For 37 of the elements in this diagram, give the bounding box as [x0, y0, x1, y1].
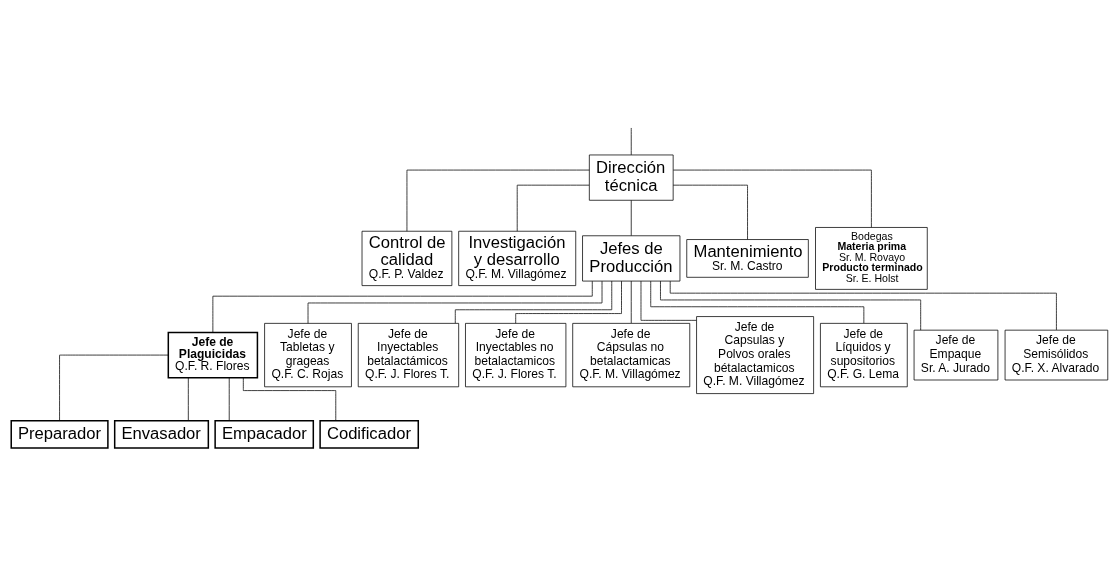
node-box: Codificador — [319, 420, 420, 449]
node-box: Jefe de Líquidos y supositorios Q.F. G. Lema — [820, 323, 908, 388]
connector — [660, 280, 922, 331]
node-box: Jefe de Inyectables no betalactamicos Q.F. J. Flores T. — [465, 323, 567, 388]
connector — [187, 377, 189, 421]
connector — [672, 169, 872, 228]
connector — [406, 169, 590, 232]
node-box: Jefe de Empaque Sr. A. Jurado — [913, 329, 999, 381]
connector — [630, 280, 632, 324]
connector — [59, 354, 169, 421]
node-box: Empacador — [214, 420, 315, 449]
node-box: Preparador — [10, 420, 109, 449]
connector — [640, 280, 697, 321]
connector — [672, 184, 748, 240]
connector — [669, 280, 1057, 331]
node-box: Control de calidad Q.F. P. Valdez — [361, 230, 453, 286]
connector — [212, 280, 593, 333]
node-box: Dirección técnica — [588, 154, 674, 201]
node-box: Envasador — [113, 420, 210, 449]
connector — [515, 280, 622, 324]
node-box: Jefes de Producción — [582, 235, 681, 282]
connector — [307, 280, 603, 324]
node-box: Jefe de Cápsulas no betalactamicas Q.F. M. Villagómez — [572, 323, 691, 388]
node-box: Jefe de Capsulas y Polvos orales bétalactamicos Q.F. M. Villagómez — [696, 316, 814, 394]
node-box: Jefe de Inyectables betalactámicos Q.F. J. Flores T. — [357, 323, 460, 388]
connector — [650, 280, 865, 324]
connector — [630, 199, 632, 236]
connector — [228, 377, 230, 421]
connector — [630, 127, 632, 156]
connector — [242, 377, 337, 422]
node-box: Bodegas Materia prima Sr. M. Rovayo Producto terminado Sr. E. Holst — [815, 227, 928, 290]
node-box: Mantenimiento Sr. M. Castro — [686, 239, 809, 278]
node-box: Jefe de Semisólidos Q.F. X. Alvarado — [1004, 329, 1109, 381]
node-box: Jefe de Plaguicidas Q.F. R. Flores — [167, 331, 259, 379]
connector — [454, 280, 613, 324]
node-box: Jefe de Tabletas y grageas Q.F. C. Rojas — [264, 323, 352, 388]
node-box: Investigación y desarrollo Q.F. M. Villagómez — [458, 230, 577, 286]
